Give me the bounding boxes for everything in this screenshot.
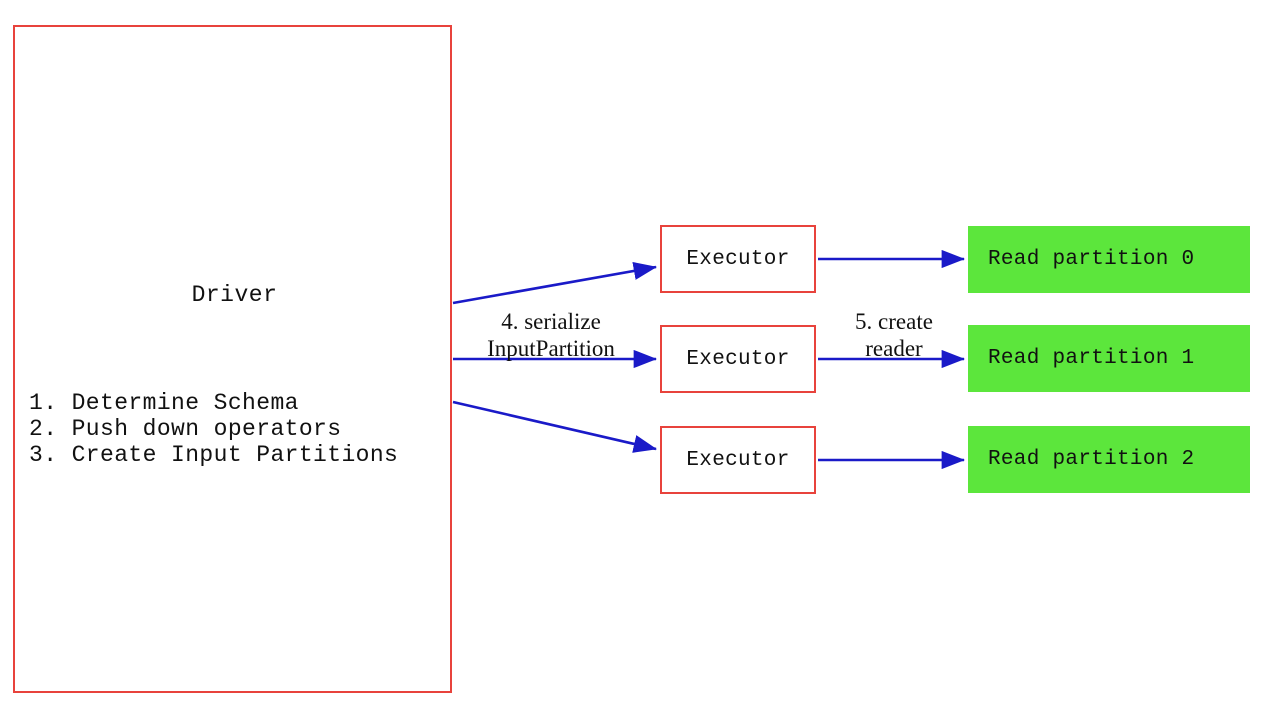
- executor-label-1: Executor: [686, 347, 790, 371]
- driver-step-2: 2. Push down operators: [29, 416, 342, 442]
- driver-step-list: 1. Determine Schema 2. Push down operato…: [29, 390, 449, 468]
- read-partition-label-0: Read partition 0: [988, 248, 1195, 271]
- executor-box-1: Executor: [660, 325, 816, 393]
- read-partition-box-2: Read partition 2: [968, 426, 1250, 493]
- driver-step-1: 1. Determine Schema: [29, 390, 299, 416]
- executor-box-0: Executor: [660, 225, 816, 293]
- arrow-label-serialize-line1: 4. serialize: [501, 309, 601, 334]
- arrow-label-serialize: 4. serialize InputPartition: [460, 308, 642, 362]
- executor-label-0: Executor: [686, 247, 790, 271]
- arrow-label-create-reader: 5. create reader: [828, 308, 960, 362]
- executor-label-2: Executor: [686, 448, 790, 472]
- executor-box-2: Executor: [660, 426, 816, 494]
- read-partition-label-1: Read partition 1: [988, 347, 1195, 370]
- driver-title: Driver: [191, 282, 278, 308]
- arrow-driver-to-executor-0: [452, 261, 658, 305]
- arrow-driver-to-executor-2: [452, 400, 658, 453]
- driver-box: Driver 1. Determine Schema 2. Push down …: [13, 25, 452, 693]
- driver-step-3: 3. Create Input Partitions: [29, 442, 399, 468]
- arrow-label-serialize-line2: InputPartition: [487, 336, 615, 361]
- arrow-label-create-reader-line2: reader: [865, 336, 923, 361]
- arrow-label-create-reader-line1: 5. create: [855, 309, 933, 334]
- read-partition-label-2: Read partition 2: [988, 448, 1195, 471]
- read-partition-box-1: Read partition 1: [968, 325, 1250, 392]
- read-partition-box-0: Read partition 0: [968, 226, 1250, 293]
